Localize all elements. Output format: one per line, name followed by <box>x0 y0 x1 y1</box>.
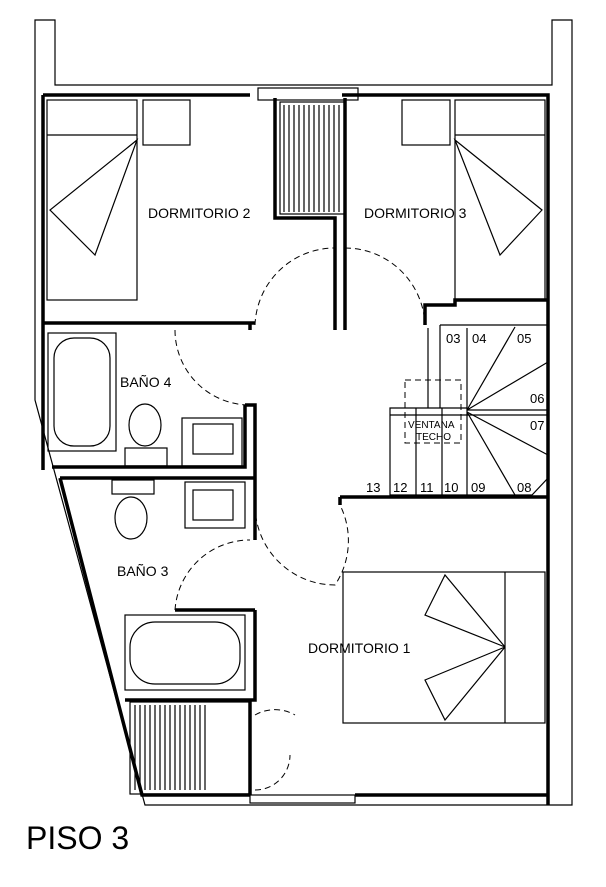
skylight-label-1: VENTANA <box>408 420 455 431</box>
interior-walls <box>43 98 548 795</box>
room-label-dormitorio-3: DORMITORIO 3 <box>364 205 467 221</box>
step-number: 09 <box>471 480 485 495</box>
step-number: 03 <box>446 331 460 346</box>
step-number: 13 <box>366 480 380 495</box>
room-label-bano-3: BAÑO 3 <box>117 563 169 579</box>
step-number: 05 <box>517 331 531 346</box>
sink-bano-4 <box>181 417 243 467</box>
step-number: 12 <box>393 480 407 495</box>
toilet-bano-3 <box>111 479 155 540</box>
step-number: 08 <box>517 480 531 495</box>
step-number: 11 <box>420 480 434 495</box>
door-swings <box>174 247 426 791</box>
step-number: 06 <box>530 391 544 406</box>
bed-dormitorio-2 <box>46 99 191 301</box>
outer-walls <box>34 19 573 806</box>
bathtub-bano-4 <box>47 332 117 452</box>
sink-bano-3 <box>184 481 246 529</box>
room-label-dormitorio-2: DORMITORIO 2 <box>148 205 251 221</box>
bed-dormitorio-3 <box>401 99 546 301</box>
bed-dormitorio-1 <box>342 571 546 724</box>
room-label-bano-4: BAÑO 4 <box>120 374 172 390</box>
staircase <box>389 324 549 496</box>
bathtub-bano-3 <box>124 614 246 691</box>
closet <box>129 101 346 795</box>
step-number: 04 <box>472 331 486 346</box>
skylight-label-2: TECHO <box>416 432 451 443</box>
step-number: 10 <box>444 480 458 495</box>
step-number: 07 <box>530 418 544 433</box>
floor-title: PISO 3 <box>26 820 130 856</box>
room-label-dormitorio-1: DORMITORIO 1 <box>308 640 411 656</box>
toilet-bano-4 <box>124 403 168 467</box>
